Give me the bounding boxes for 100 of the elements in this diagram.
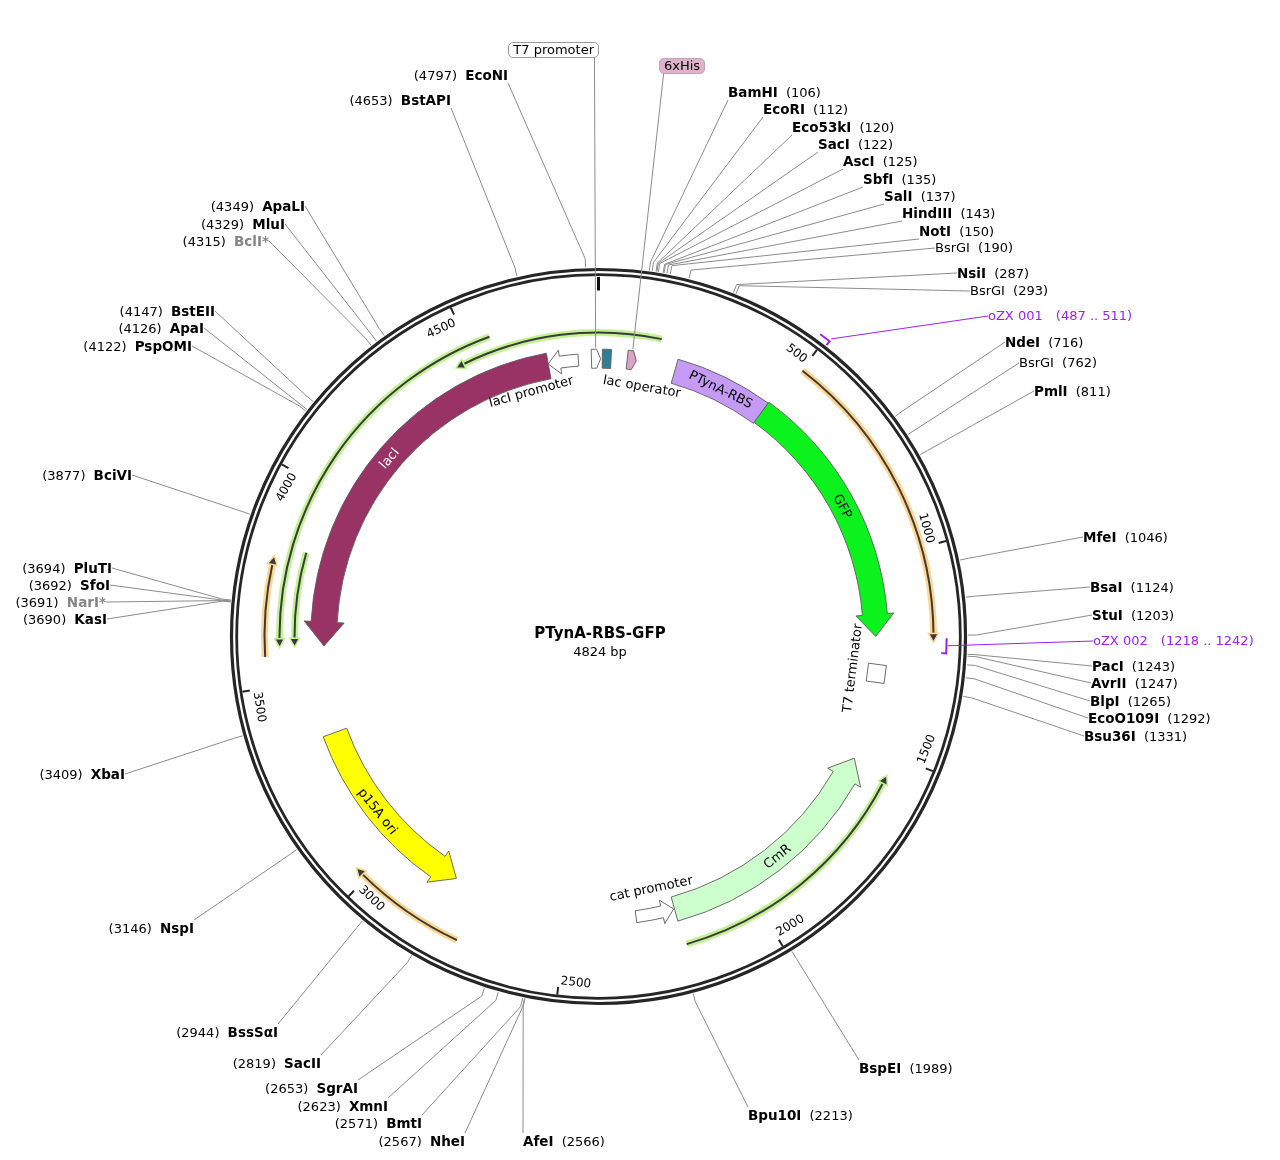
leader-line bbox=[656, 151, 819, 273]
scale-number: 500 bbox=[784, 341, 811, 366]
leader-line bbox=[450, 107, 518, 277]
leader-line bbox=[111, 567, 232, 601]
leader-line bbox=[193, 849, 298, 921]
leader-line bbox=[657, 168, 844, 273]
leader-line bbox=[965, 586, 1091, 598]
leader-line bbox=[959, 536, 1084, 561]
leader-line bbox=[907, 362, 1020, 436]
leader-line bbox=[669, 238, 920, 275]
restriction-site-label: BspEI (1989) bbox=[859, 1060, 953, 1076]
leader-line bbox=[124, 735, 244, 775]
plasmid-name: PTynA-RBS-GFP bbox=[534, 624, 666, 642]
leader-line bbox=[191, 345, 307, 412]
restriction-site-label: SbfI (135) bbox=[863, 171, 937, 187]
leader-line bbox=[284, 223, 377, 342]
restriction-site-label: (4122) PspOMI bbox=[83, 338, 192, 354]
restriction-site-label: (3694) PluTI bbox=[22, 560, 112, 576]
leader-line bbox=[593, 57, 597, 349]
scale-number: 2500 bbox=[560, 974, 593, 990]
restriction-site-label: AfeI (2566) bbox=[523, 1133, 605, 1149]
feature-tag: T7 promoter bbox=[508, 42, 599, 58]
leader-line bbox=[962, 695, 1085, 737]
leader-line bbox=[692, 993, 749, 1108]
leader-line bbox=[919, 390, 1035, 456]
feature-name: GFP bbox=[830, 491, 856, 521]
leader-line bbox=[663, 203, 885, 274]
restriction-site-label: (3692) SfoI bbox=[28, 577, 110, 593]
primer-label: oZX 002 (1218 .. 1242) bbox=[1093, 633, 1254, 649]
restriction-site-label: (4653) BstAPI bbox=[349, 92, 451, 108]
leader-line bbox=[105, 600, 232, 603]
leader-line bbox=[688, 247, 936, 279]
restriction-site-label: (4797) EcoNI bbox=[413, 67, 508, 83]
restriction-site-label: (2623) XmnI bbox=[297, 1098, 388, 1114]
restriction-site-label: BsaI (1124) bbox=[1090, 579, 1174, 595]
restriction-site-label: Bpu10I (2213) bbox=[748, 1107, 853, 1123]
leader-line bbox=[464, 998, 525, 1134]
feature-tag: 6xHis bbox=[659, 58, 706, 74]
feature-name: lacI bbox=[376, 444, 403, 472]
leader-line bbox=[109, 584, 232, 602]
restriction-site-label: (2944) BssSαI bbox=[176, 1024, 278, 1040]
leader-line bbox=[320, 954, 413, 1056]
leader-line bbox=[662, 186, 864, 274]
scale-number: 1000 bbox=[917, 511, 937, 545]
restriction-site-label: (3691) NarI* bbox=[15, 594, 106, 610]
restriction-site-label: MfeI (1046) bbox=[1083, 529, 1168, 545]
leader-line bbox=[651, 116, 764, 272]
leader-line bbox=[268, 240, 372, 346]
leader-line bbox=[894, 341, 1006, 417]
restriction-site-label: (4329) MluI bbox=[200, 216, 285, 232]
leader-line bbox=[522, 998, 526, 1134]
restriction-site-label: Bsu36I (1331) bbox=[1084, 728, 1188, 744]
leader-line bbox=[106, 600, 232, 620]
restriction-site-label: SalI (137) bbox=[884, 188, 956, 204]
restriction-site-label: NdeI (716) bbox=[1005, 334, 1084, 350]
leader-line bbox=[387, 991, 499, 1099]
leader-line bbox=[203, 327, 308, 410]
restriction-site-label: (4147) BstEII bbox=[119, 303, 215, 319]
scale-number: 4000 bbox=[273, 470, 300, 504]
restriction-site-label: AvrII (1247) bbox=[1091, 675, 1178, 691]
leader-line bbox=[357, 987, 485, 1081]
leader-line bbox=[967, 614, 1093, 636]
restriction-site-label: (2571) BmtI bbox=[334, 1115, 422, 1131]
leader-line bbox=[421, 997, 523, 1116]
restriction-site-label: (2819) SacII bbox=[232, 1055, 321, 1071]
restriction-site-label: (2567) NheI bbox=[378, 1133, 465, 1149]
restriction-site-label: (4315) BclI* bbox=[182, 233, 269, 249]
feature-name: cat promoter bbox=[607, 872, 694, 905]
leader-line bbox=[655, 134, 793, 272]
restriction-site-label: BsrGI (190) bbox=[935, 240, 1014, 256]
restriction-site-label: Eco53kI (120) bbox=[792, 119, 895, 135]
restriction-site-label: (4349) ApaLI bbox=[210, 198, 305, 214]
scale-number: 1500 bbox=[914, 732, 937, 766]
leader-line bbox=[666, 220, 903, 274]
leader-line bbox=[648, 99, 729, 271]
primer-label: oZX 001 (487 .. 511) bbox=[988, 308, 1133, 324]
feature-name: lac operator bbox=[601, 372, 682, 401]
restriction-site-label: AscI (125) bbox=[843, 153, 918, 169]
leader-line bbox=[830, 315, 989, 340]
leader-line bbox=[277, 920, 363, 1025]
feature-name: T7 terminator bbox=[838, 622, 865, 714]
restriction-site-label: EcoO109I (1292) bbox=[1088, 710, 1211, 726]
restriction-site-label: (3877) BciVI bbox=[42, 467, 132, 483]
restriction-site-label: NotI (150) bbox=[919, 223, 995, 239]
restriction-site-label: (3690) KasI bbox=[23, 611, 107, 627]
leader-line bbox=[304, 205, 385, 336]
restriction-site-label: (3146) NspI bbox=[108, 920, 194, 936]
leader-line bbox=[632, 73, 665, 350]
leader-line bbox=[507, 82, 586, 268]
restriction-site-label: NsiI (287) bbox=[957, 265, 1030, 281]
restriction-site-label: (4126) ApaI bbox=[118, 320, 204, 336]
leader-line bbox=[732, 272, 958, 293]
leader-line bbox=[966, 664, 1091, 702]
restriction-site-label: SacI (122) bbox=[818, 136, 893, 152]
leader-line bbox=[735, 285, 971, 295]
restriction-site-label: StuI (1203) bbox=[1092, 607, 1175, 623]
restriction-site-label: BsrGI (762) bbox=[1019, 355, 1098, 371]
restriction-site-label: PacI (1243) bbox=[1092, 658, 1176, 674]
leader-line bbox=[214, 310, 314, 403]
leader-line bbox=[791, 950, 860, 1061]
